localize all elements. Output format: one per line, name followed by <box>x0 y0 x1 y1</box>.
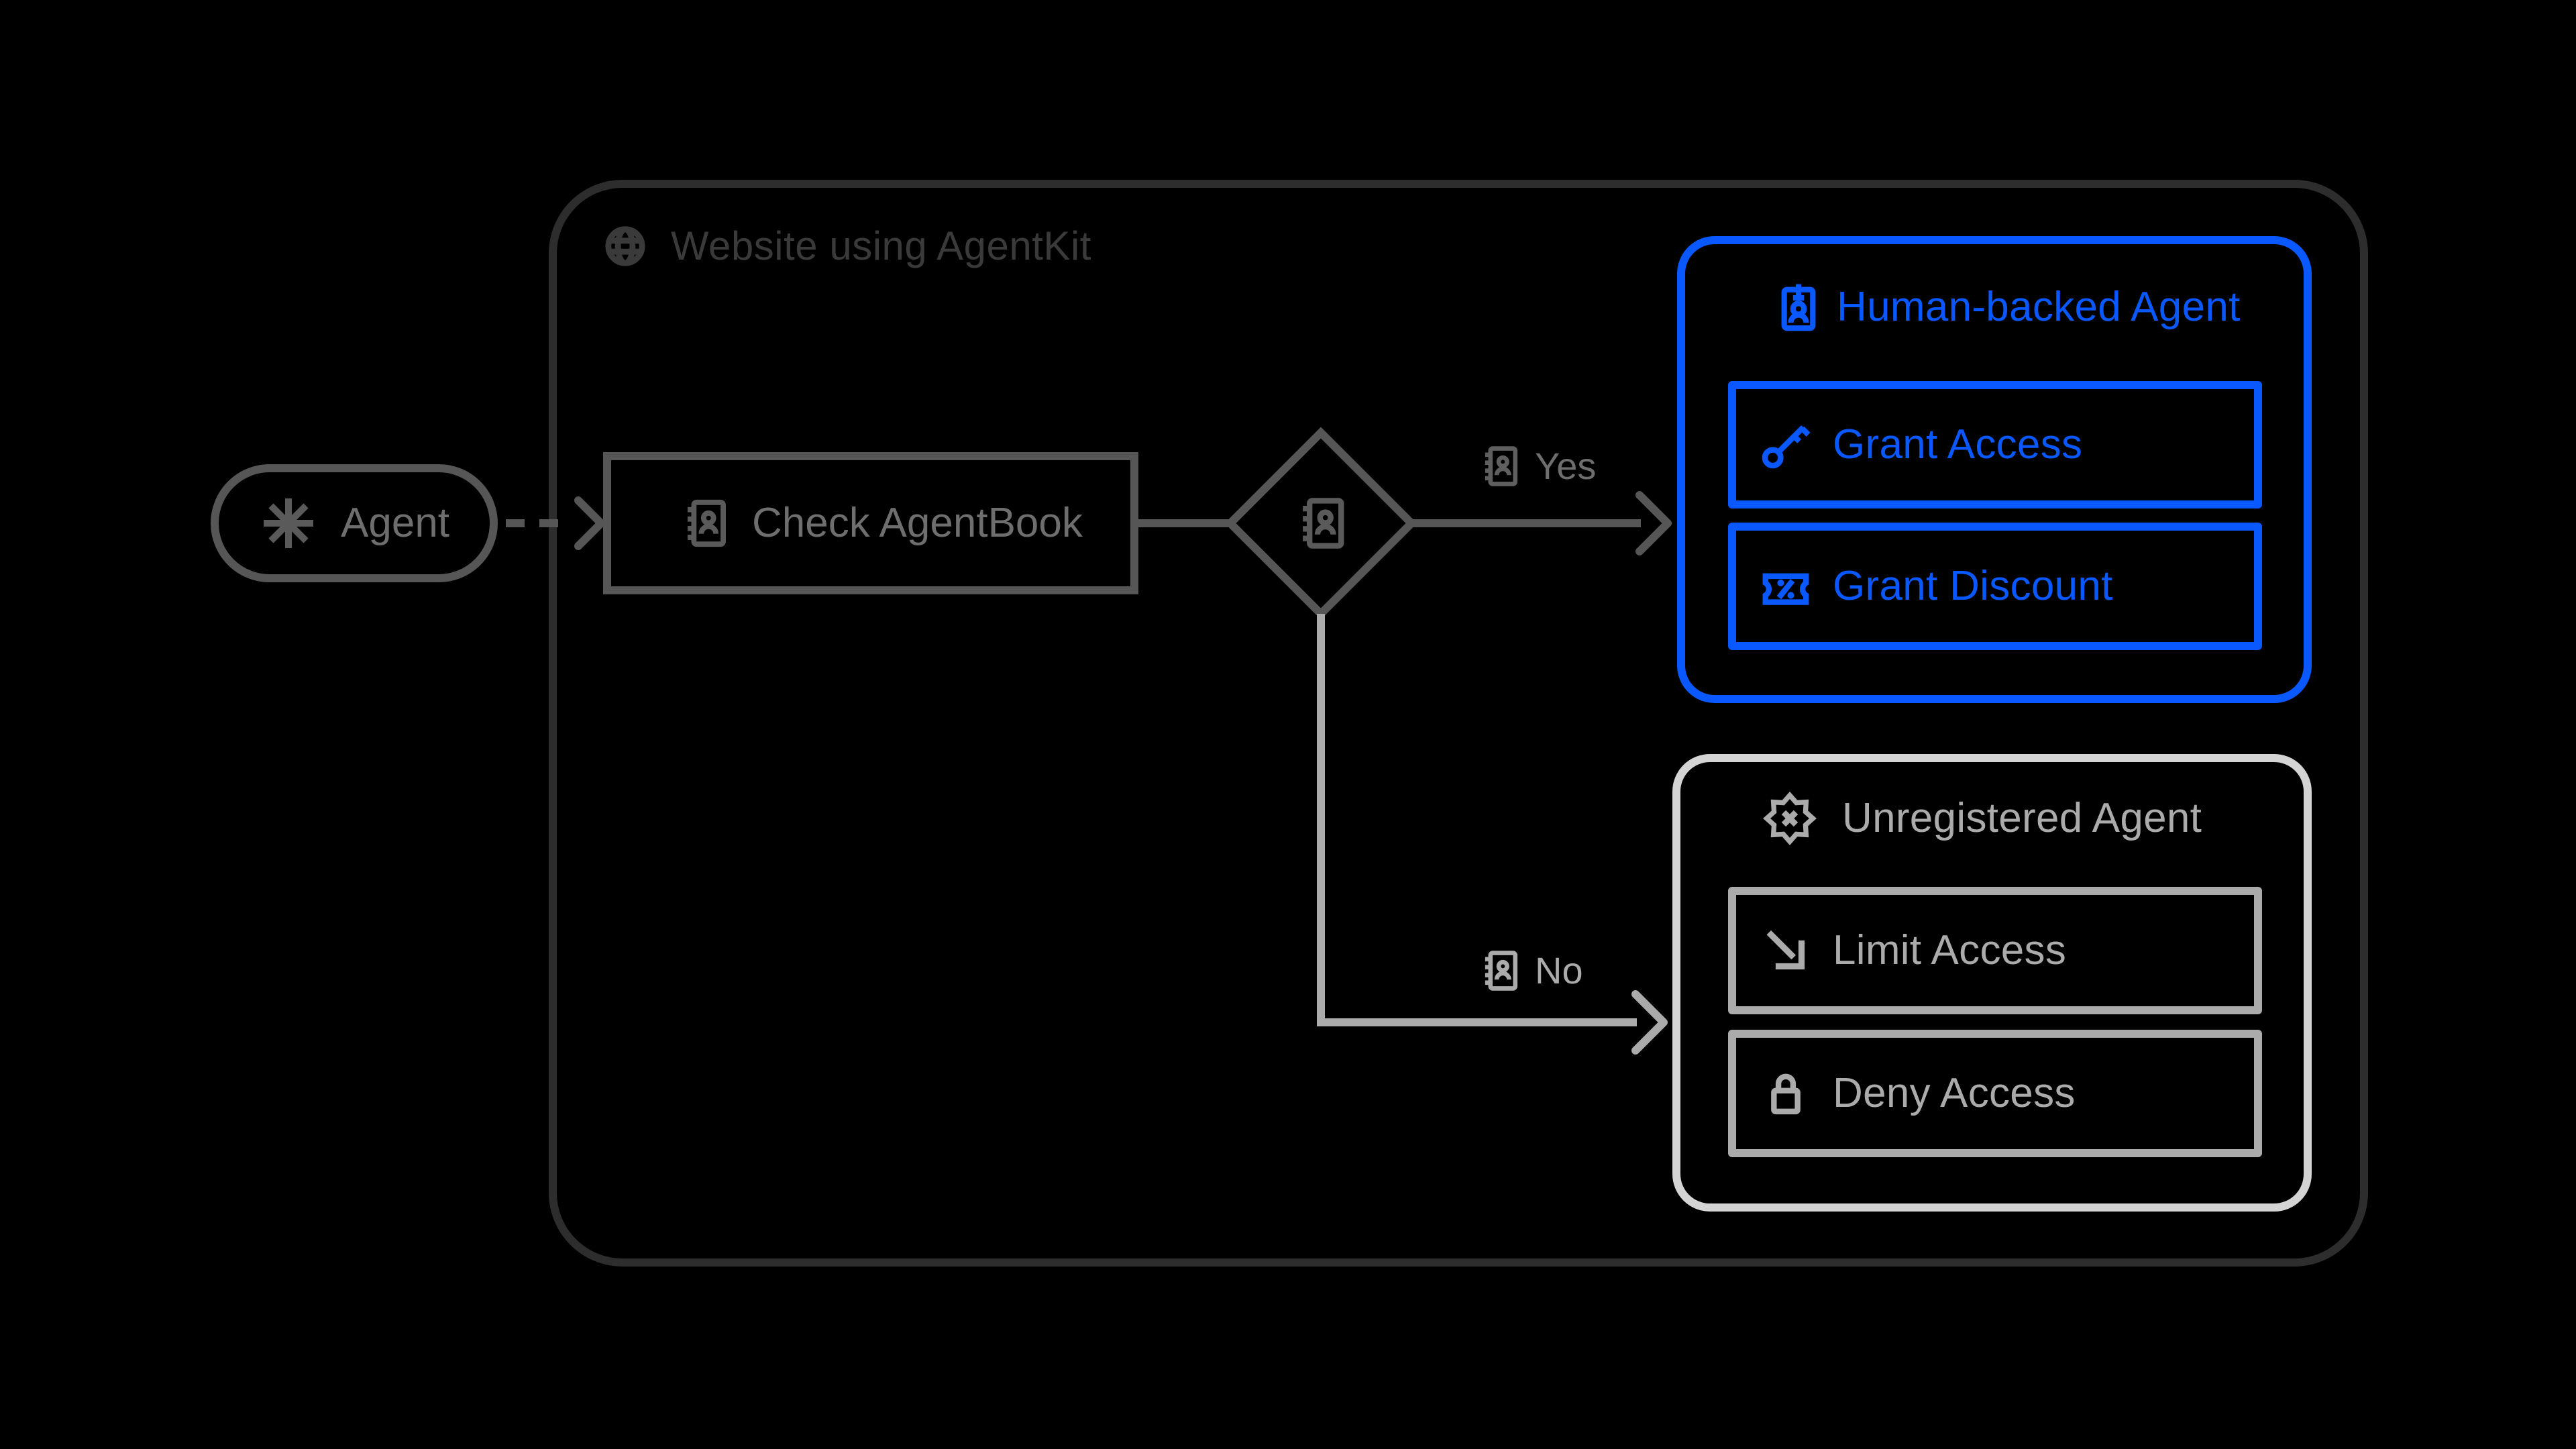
grant-access-label: Grant Access <box>1833 421 2083 468</box>
human-backed-agent-title: Human-backed Agent <box>1837 284 2241 330</box>
arrowhead-no <box>1631 990 1668 1055</box>
unregistered-agent-title: Unregistered Agent <box>1842 795 2202 841</box>
yes-edge-text: Yes <box>1535 445 1597 487</box>
limit-access-node: Limit Access <box>1728 887 2262 1014</box>
no-edge-text: No <box>1535 949 1583 991</box>
grant-discount-node: Grant Discount <box>1728 523 2262 650</box>
address-book-icon <box>1477 444 1521 488</box>
address-book-icon <box>1477 949 1521 993</box>
arrow-down-right-icon <box>1758 922 1814 979</box>
lock-icon <box>1758 1065 1814 1122</box>
grant-access-node: Grant Access <box>1728 381 2262 508</box>
edge-no <box>1317 614 1637 1026</box>
check-agentbook-label: Check AgentBook <box>752 500 1083 546</box>
no-edge-label: No <box>1477 949 1583 993</box>
human-backed-agent-header: Human-backed Agent <box>1771 276 2304 338</box>
check-agentbook-node: Check AgentBook <box>603 452 1138 594</box>
unregistered-agent-box: Unregistered Agent Limit Access Deny Acc… <box>1672 754 2312 1212</box>
arrowhead-agent-to-check <box>574 496 605 550</box>
website-container <box>549 180 2368 1267</box>
yes-edge-label: Yes <box>1477 444 1596 488</box>
arrowhead-yes <box>1635 491 1672 555</box>
id-badge-icon <box>1771 280 1826 335</box>
asterisk-icon <box>260 495 317 551</box>
globe-icon <box>602 223 648 269</box>
ticket-percent-icon <box>1758 558 1814 614</box>
limit-access-label: Limit Access <box>1833 927 2067 973</box>
address-book-icon <box>1293 495 1349 551</box>
key-icon <box>1758 417 1814 473</box>
human-backed-agent-box: Human-backed Agent Grant Access Grant Di… <box>1677 236 2312 703</box>
seal-x-icon <box>1762 791 1817 846</box>
address-book-icon <box>678 497 731 549</box>
deny-access-label: Deny Access <box>1833 1070 2076 1116</box>
deny-access-node: Deny Access <box>1728 1030 2262 1157</box>
container-header: Website using AgentKit <box>602 223 1091 269</box>
grant-discount-label: Grant Discount <box>1833 563 2113 609</box>
agent-node: Agent <box>211 464 498 582</box>
agent-node-label: Agent <box>341 500 450 546</box>
unregistered-agent-header: Unregistered Agent <box>1762 788 2304 849</box>
container-title: Website using AgentKit <box>671 223 1091 268</box>
